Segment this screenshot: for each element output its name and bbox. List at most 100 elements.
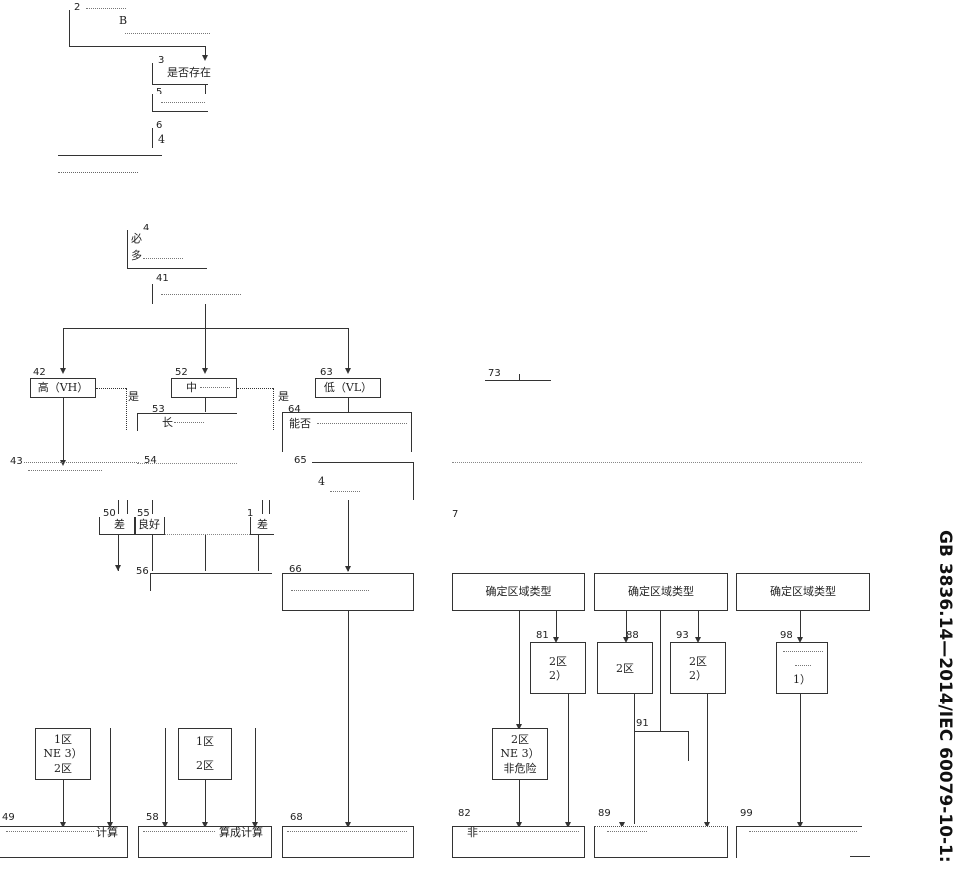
result-box-82: 非 — [452, 826, 585, 858]
node-number: 4 — [143, 223, 150, 234]
node-number: 43 — [10, 456, 23, 467]
node-text: 4 — [158, 133, 165, 146]
grade-box-low: 低（VL） — [315, 378, 381, 398]
arrow-head — [60, 368, 66, 374]
connector — [626, 611, 627, 641]
node-number: 42 — [33, 367, 46, 378]
node-text: 差 — [257, 518, 268, 531]
node-text: 非危险 — [503, 762, 537, 775]
faint-text — [783, 651, 823, 655]
node-text: 良好 — [138, 518, 160, 531]
connector — [63, 328, 64, 370]
arrow-head — [797, 637, 803, 643]
node-text: 确定区域类型 — [485, 585, 552, 598]
node-text: 2区 — [54, 762, 72, 775]
connector — [165, 728, 166, 824]
node-text: 2） — [689, 669, 707, 682]
arrow-head — [345, 822, 351, 828]
connector — [205, 535, 206, 571]
connector — [118, 500, 119, 514]
faint-text — [795, 665, 811, 669]
connector — [634, 694, 635, 824]
node-number: 7 — [452, 509, 459, 520]
faint-text — [200, 387, 230, 391]
connector — [348, 398, 349, 412]
process-box-5 — [152, 94, 208, 112]
node-number: 53 — [152, 404, 165, 415]
arrow-head — [704, 822, 710, 828]
connector — [273, 388, 274, 430]
node-text: 2区 — [549, 655, 567, 668]
arrow-head — [60, 460, 66, 466]
connector — [707, 694, 708, 824]
faint-text — [607, 831, 647, 835]
node-text: NE 3） — [43, 747, 83, 760]
faint-text — [161, 294, 241, 298]
connector — [127, 500, 128, 514]
zone-box-1zone-a: 1区 NE 3） 2区 — [35, 728, 91, 780]
node-text: B — [119, 14, 128, 27]
node-number: 49 — [2, 812, 15, 823]
node-number: 56 — [136, 566, 149, 577]
arrow-head — [115, 565, 121, 571]
connector — [63, 780, 64, 824]
faint-text — [86, 8, 126, 12]
divider — [165, 534, 250, 535]
process-box-56 — [150, 573, 272, 591]
connector — [800, 611, 801, 641]
zone-type-box-1: 确定区域类型 — [452, 573, 585, 611]
connector — [69, 10, 70, 47]
node-number: 3 — [158, 55, 165, 66]
connector — [568, 694, 569, 824]
faint-text — [287, 831, 407, 835]
arrow-head — [695, 637, 701, 643]
zone-type-box-3: 确定区域类型 — [736, 573, 870, 611]
result-box-89 — [594, 826, 728, 858]
node-text: 4 — [318, 475, 325, 488]
node-number: 63 — [320, 367, 333, 378]
node-text: 2区 — [616, 662, 634, 675]
node-text: 能否 — [289, 417, 311, 430]
connector — [348, 611, 349, 824]
arrow-head — [107, 822, 113, 828]
faint-text — [28, 470, 102, 474]
node-text: 多 — [131, 249, 142, 262]
node-number: 50 — [103, 508, 116, 519]
divider — [58, 155, 162, 156]
node-number: 91 — [636, 718, 649, 729]
connector — [205, 46, 206, 58]
divider — [850, 856, 870, 857]
result-box-68 — [282, 826, 414, 858]
arrow-head — [202, 822, 208, 828]
faint-text — [174, 422, 204, 426]
node-text: 计算 — [96, 826, 118, 839]
result-box-1: 差 — [250, 517, 274, 535]
connector — [519, 611, 520, 729]
yes-label: 是 — [278, 390, 289, 403]
arrow-head — [619, 822, 625, 828]
connector — [348, 328, 349, 370]
node-number: 81 — [536, 630, 549, 641]
decision-box-3: 是否存在 — [152, 63, 211, 85]
node-text: 长 — [162, 416, 173, 429]
connector — [118, 535, 119, 571]
connector — [258, 535, 259, 571]
faint-text — [317, 423, 407, 427]
node-number: 99 — [740, 808, 753, 819]
arrow-head — [516, 822, 522, 828]
yes-label: 是 — [128, 390, 139, 403]
connector — [688, 731, 689, 761]
zone-box-93: 2区 2） — [670, 642, 726, 694]
connector — [205, 328, 206, 370]
node-number: 88 — [626, 630, 639, 641]
process-box-66 — [282, 573, 414, 611]
zone-box-1zone-b: 1区 2区 — [178, 728, 232, 780]
node-text: 1） — [793, 673, 811, 686]
decision-box-64: 能否 — [282, 412, 412, 452]
zone-box-98: 1） — [776, 642, 828, 694]
node-text: 差 — [114, 518, 125, 531]
zone-box-81: 2区 2） — [530, 642, 586, 694]
faint-text — [125, 33, 210, 37]
connector — [110, 728, 111, 824]
